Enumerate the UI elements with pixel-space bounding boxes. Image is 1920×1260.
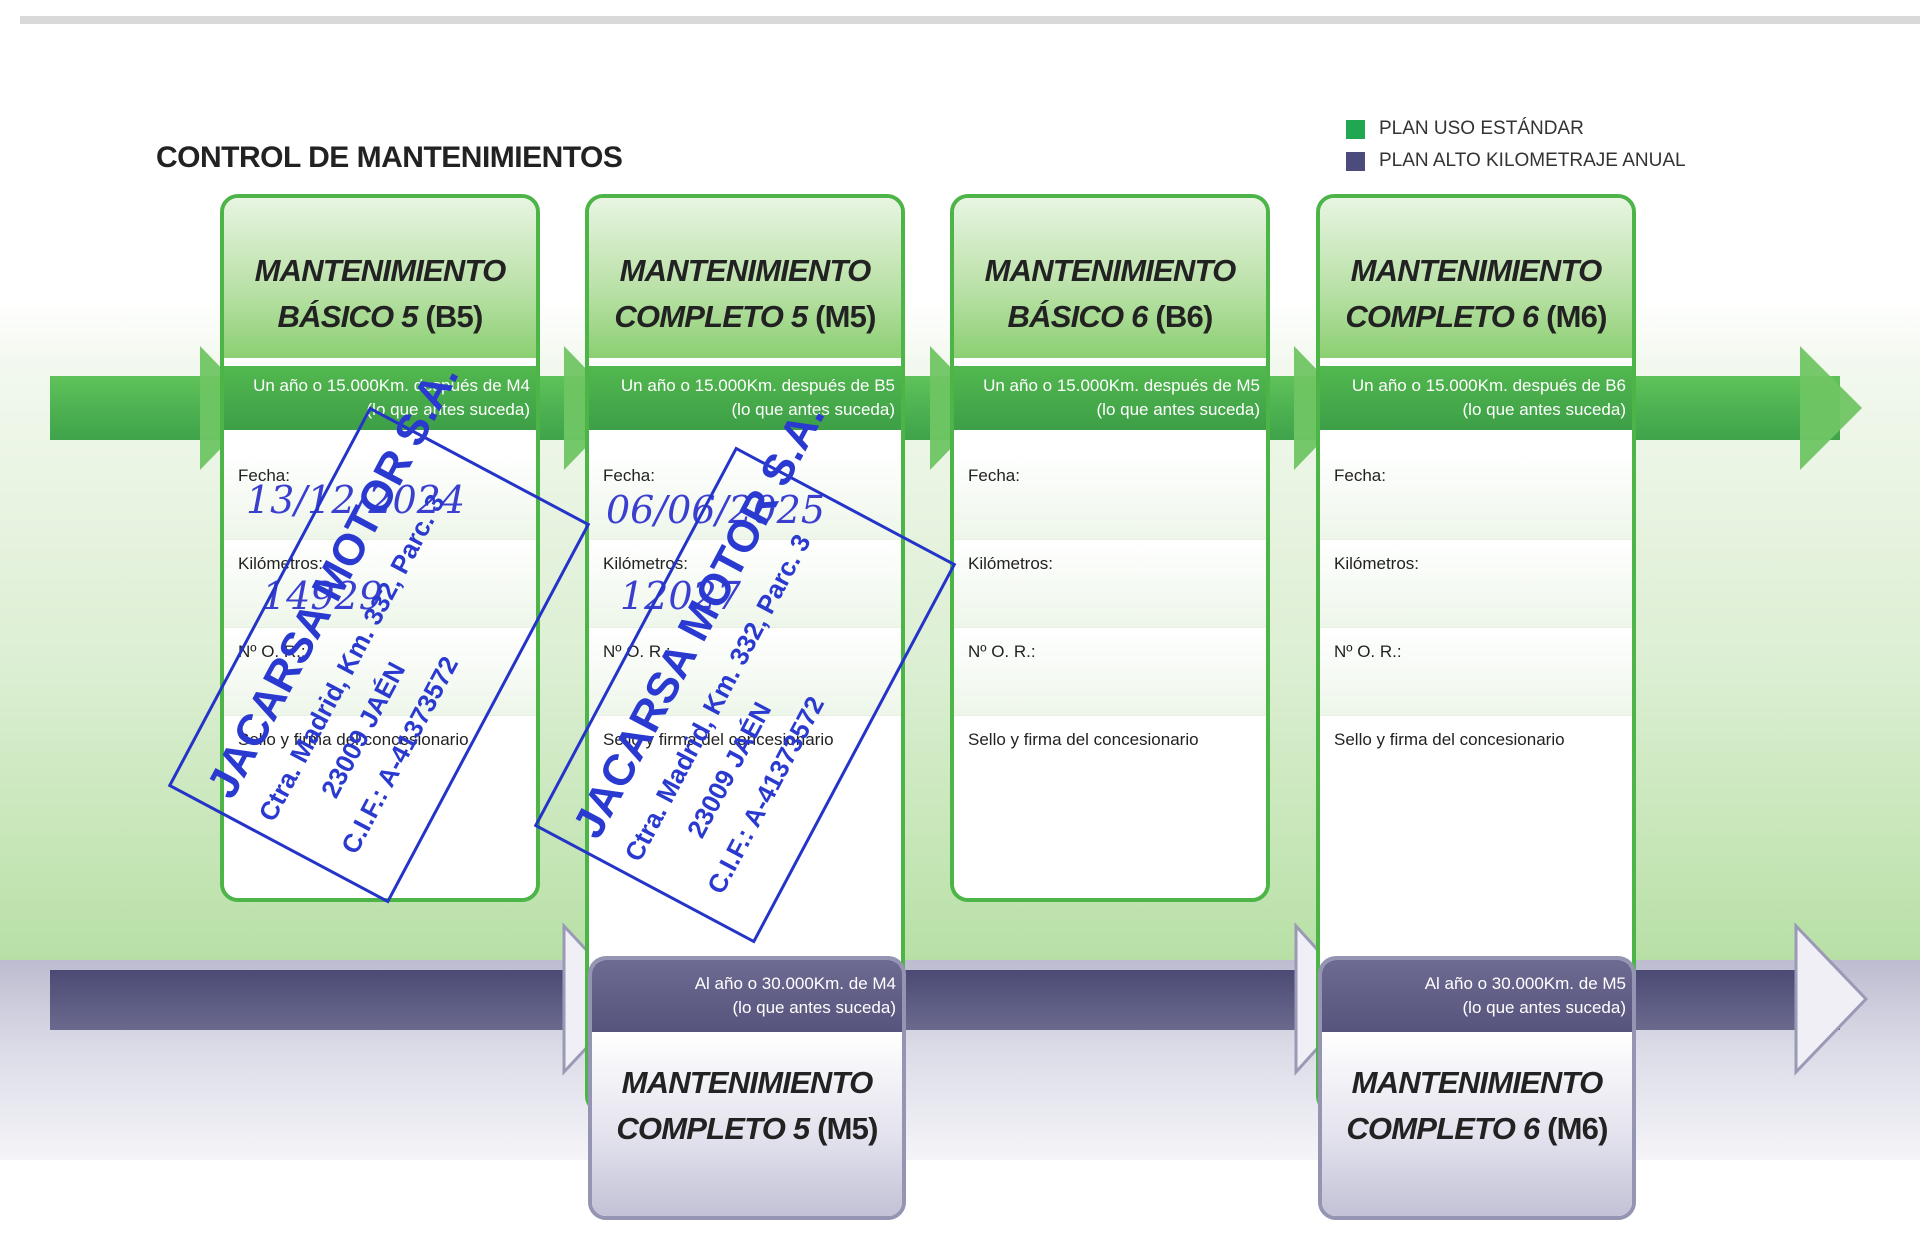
page-title: CONTROL DE MANTENIMIENTOS (156, 141, 623, 174)
high-km-note-line2: (lo que antes suceda) (1462, 998, 1627, 1017)
fecha-field[interactable]: Fecha: (954, 452, 1266, 540)
handwritten-km-1: 14929 (262, 574, 383, 618)
purple-arrow-end (1794, 922, 1869, 1076)
fecha-label: Fecha: (1334, 466, 1386, 485)
card-note-line1: Un año o 15.000Km. después de M5 (983, 376, 1260, 395)
fecha-label: Fecha: (603, 466, 655, 485)
kilometros-label: Kilómetros: (603, 554, 689, 573)
fecha-field[interactable]: Fecha: (1320, 452, 1632, 540)
handwritten-km-2: 12027 (620, 574, 741, 618)
legend-item-high-km: PLAN ALTO KILOMETRAJE ANUAL (1346, 145, 1686, 177)
card-note: Un año o 15.000Km. después de B5 (lo que… (589, 366, 901, 430)
kilometros-field[interactable]: Kilómetros: (1320, 540, 1632, 628)
kilometros-label: Kilómetros: (968, 554, 1054, 573)
card-title: MANTENIMIENTO BÁSICO 5 (B5) (224, 248, 536, 340)
high-km-title-line1: MANTENIMIENTO (1351, 1065, 1604, 1100)
sello-label: Sello y firma del concesionario (968, 730, 1199, 749)
card-title-line2: COMPLETO 5 (614, 299, 808, 334)
sello-label: Sello y firma del concesionario (238, 730, 469, 749)
kilometros-field[interactable]: Kilómetros: (589, 540, 901, 628)
handwritten-date-1: 13/12/2024 (246, 478, 466, 522)
kilometros-label: Kilómetros: (238, 554, 324, 573)
card-title-line1: MANTENIMIENTO (254, 253, 507, 288)
high-km-head: MANTENIMIENTO COMPLETO 5 (M5) (592, 1032, 902, 1216)
high-km-code: (M6) (1547, 1111, 1608, 1146)
or-field[interactable]: Nº O. R.: (954, 628, 1266, 716)
legend-swatch-high-km (1346, 151, 1365, 171)
legend-item-standard: PLAN USO ESTÁNDAR (1346, 113, 1686, 145)
or-label: Nº O. R.: (238, 642, 306, 661)
card-note: Un año o 15.000Km. después de M4 (lo que… (224, 366, 536, 430)
sello-field[interactable]: Sello y firma del concesionario (1320, 716, 1632, 916)
high-km-title-line2: COMPLETO 5 (616, 1111, 810, 1146)
card-b5: MANTENIMIENTO BÁSICO 5 (B5) Un año o 15.… (220, 194, 540, 902)
card-code: (M6) (1546, 299, 1607, 334)
high-km-note-line1: Al año o 30.000Km. de M4 (694, 974, 896, 993)
card-code: (B6) (1155, 299, 1213, 334)
scan-edge (20, 16, 1920, 24)
sello-label: Sello y firma del concesionario (1334, 730, 1565, 749)
high-km-title: MANTENIMIENTO COMPLETO 6 (M6) (1322, 1060, 1632, 1152)
legend-label-high-km: PLAN ALTO KILOMETRAJE ANUAL (1379, 150, 1686, 171)
card-title-line1: MANTENIMIENTO (1350, 253, 1603, 288)
high-km-note-line1: Al año o 30.000Km. de M5 (1424, 974, 1626, 993)
card-note: Un año o 15.000Km. después de B6 (lo que… (1320, 366, 1632, 430)
kilometros-label: Kilómetros: (1334, 554, 1420, 573)
card-head (589, 198, 901, 358)
card-title: MANTENIMIENTO COMPLETO 6 (M6) (1320, 248, 1632, 340)
card-note-line2: (lo que antes suceda) (1462, 400, 1627, 419)
sello-field[interactable]: Sello y firma del concesionario (589, 716, 901, 916)
high-km-head: MANTENIMIENTO COMPLETO 6 (M6) (1322, 1032, 1632, 1216)
or-label: Nº O. R.: (1334, 642, 1402, 661)
handwritten-date-2: 06/06/2025 (606, 488, 826, 532)
card-note-line1: Un año o 15.000Km. después de M4 (253, 376, 530, 395)
card-note-line1: Un año o 15.000Km. después de B5 (620, 376, 895, 395)
card-title-line2: BÁSICO 5 (277, 299, 419, 334)
green-arrow-end (1800, 346, 1862, 470)
fecha-field[interactable]: Fecha: (224, 452, 536, 540)
card-code: (M5) (815, 299, 876, 334)
high-km-title-line1: MANTENIMIENTO (621, 1065, 874, 1100)
high-km-code: (M5) (817, 1111, 878, 1146)
card-note-line2: (lo que antes suceda) (1096, 400, 1261, 419)
high-km-card-m6: Al año o 30.000Km. de M5 (lo que antes s… (1318, 956, 1636, 1220)
kilometros-field[interactable]: Kilómetros: (954, 540, 1266, 628)
card-note: Un año o 15.000Km. después de M5 (lo que… (954, 366, 1266, 430)
card-title: MANTENIMIENTO COMPLETO 5 (M5) (589, 248, 901, 340)
sello-field[interactable]: Sello y firma del concesionario (954, 716, 1266, 898)
card-title-line1: MANTENIMIENTO (984, 253, 1237, 288)
or-field[interactable]: Nº O. R.: (589, 628, 901, 716)
card-title-line2: BÁSICO 6 (1007, 299, 1149, 334)
card-title-line2: COMPLETO 6 (1345, 299, 1539, 334)
fecha-field[interactable]: Fecha: (589, 452, 901, 540)
card-code: (B5) (425, 299, 483, 334)
or-field[interactable]: Nº O. R.: (224, 628, 536, 716)
card-head (224, 198, 536, 358)
legend-label-standard: PLAN USO ESTÁNDAR (1379, 118, 1584, 139)
card-head (1320, 198, 1632, 358)
card-note-line2: (lo que antes suceda) (366, 400, 531, 419)
legend: PLAN USO ESTÁNDAR PLAN ALTO KILOMETRAJE … (1346, 113, 1686, 177)
kilometros-field[interactable]: Kilómetros: (224, 540, 536, 628)
card-head (954, 198, 1266, 358)
card-title-line1: MANTENIMIENTO (619, 253, 872, 288)
fecha-label: Fecha: (968, 466, 1020, 485)
legend-swatch-standard (1346, 119, 1365, 139)
sello-label: Sello y firma del concesionario (603, 730, 834, 749)
card-note-line2: (lo que antes suceda) (731, 400, 896, 419)
high-km-card-m5: Al año o 30.000Km. de M4 (lo que antes s… (588, 956, 906, 1220)
or-field[interactable]: Nº O. R.: (1320, 628, 1632, 716)
high-km-note-line2: (lo que antes suceda) (732, 998, 897, 1017)
card-b6: MANTENIMIENTO BÁSICO 6 (B6) Un año o 15.… (950, 194, 1270, 902)
high-km-title: MANTENIMIENTO COMPLETO 5 (M5) (592, 1060, 902, 1152)
high-km-title-line2: COMPLETO 6 (1346, 1111, 1540, 1146)
fecha-label: Fecha: (238, 466, 290, 485)
card-note-line1: Un año o 15.000Km. después de B6 (1351, 376, 1626, 395)
or-label: Nº O. R.: (968, 642, 1036, 661)
high-km-note: Al año o 30.000Km. de M4 (lo que antes s… (592, 960, 902, 1032)
sello-field[interactable]: Sello y firma del concesionario (224, 716, 536, 898)
or-label: Nº O. R.: (603, 642, 671, 661)
high-km-note: Al año o 30.000Km. de M5 (lo que antes s… (1322, 960, 1632, 1032)
card-title: MANTENIMIENTO BÁSICO 6 (B6) (954, 248, 1266, 340)
